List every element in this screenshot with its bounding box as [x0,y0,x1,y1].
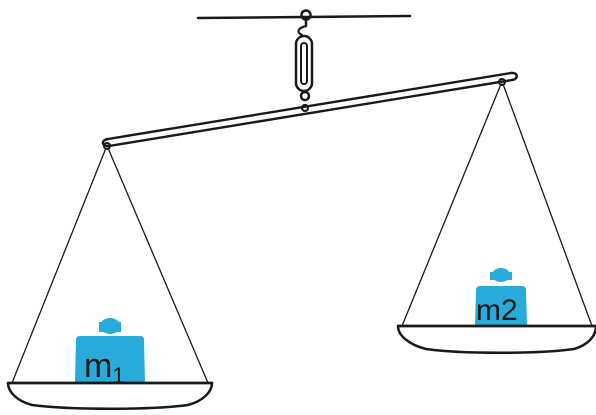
left-pan-strings [11,142,209,384]
hanger-link [294,9,314,102]
right-pan [396,324,596,354]
weight-m2: m2 [475,268,527,327]
right-pan-strings [401,78,593,327]
weight-m1: m1 [75,318,145,388]
suspension-bar [196,14,412,20]
balance-beam [101,71,518,148]
left-pan [6,381,214,410]
weight-m2-label: m2 [476,294,518,327]
